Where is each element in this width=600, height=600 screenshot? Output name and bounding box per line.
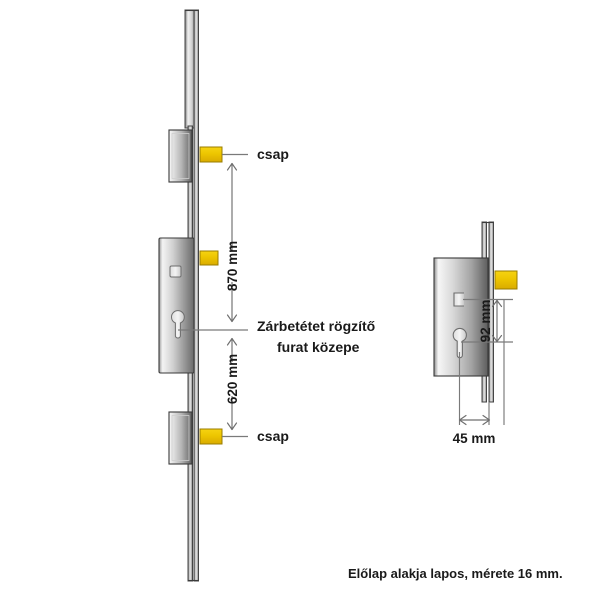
bottom-latch-casing	[168, 411, 193, 465]
dimension-label-45: 45 mm	[453, 431, 496, 446]
center-body-tab	[199, 250, 219, 266]
label-cylinder-hole-line2: furat közepe	[277, 339, 360, 355]
lock-body-main	[158, 237, 195, 374]
dimension-label-620: 620 mm	[225, 354, 240, 404]
left-view-group: csap Zárbetétet rögzítő furat közepe csa…	[158, 9, 375, 582]
top-latch-casing	[168, 129, 193, 183]
label-top-csap: csap	[257, 146, 289, 162]
right-body-tab	[494, 270, 518, 290]
dimension-92	[491, 299, 503, 343]
right-view-group: 92 mm 45 mm	[433, 221, 518, 446]
dimension-45	[458, 414, 491, 426]
dimension-label-870: 870 mm	[225, 241, 240, 291]
bottom-pin-tab	[199, 428, 223, 445]
dimension-620	[226, 337, 238, 431]
dimension-870	[226, 162, 238, 323]
label-cylinder-hole-line1: Zárbetétet rögzítő	[257, 318, 375, 334]
footer-note: Előlap alakja lapos, mérete 16 mm.	[348, 566, 563, 581]
right-follower-hole	[453, 292, 464, 307]
top-pin-tab	[199, 146, 223, 163]
dimension-label-92: 92 mm	[478, 300, 493, 343]
right-cylinder-keyhole	[452, 327, 467, 359]
label-bottom-csap: csap	[257, 428, 289, 444]
